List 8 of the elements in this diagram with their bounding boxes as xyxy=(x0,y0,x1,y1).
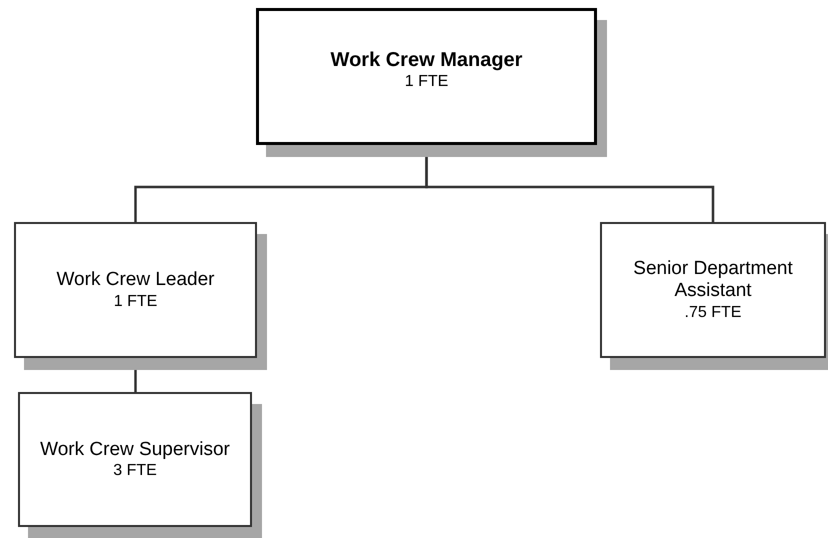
position-title: Senior Department Assistant xyxy=(632,258,794,304)
fte-count: 3 FTE xyxy=(113,461,157,480)
fte-count: 1 FTE xyxy=(114,292,158,311)
position-title: Work Crew Supervisor xyxy=(40,438,230,462)
fte-count: 1 FTE xyxy=(404,72,448,92)
position-title: Work Crew Manager xyxy=(330,48,522,72)
position-title: Work Crew Leader xyxy=(56,269,215,292)
fte-count: .75 FTE xyxy=(684,303,742,322)
